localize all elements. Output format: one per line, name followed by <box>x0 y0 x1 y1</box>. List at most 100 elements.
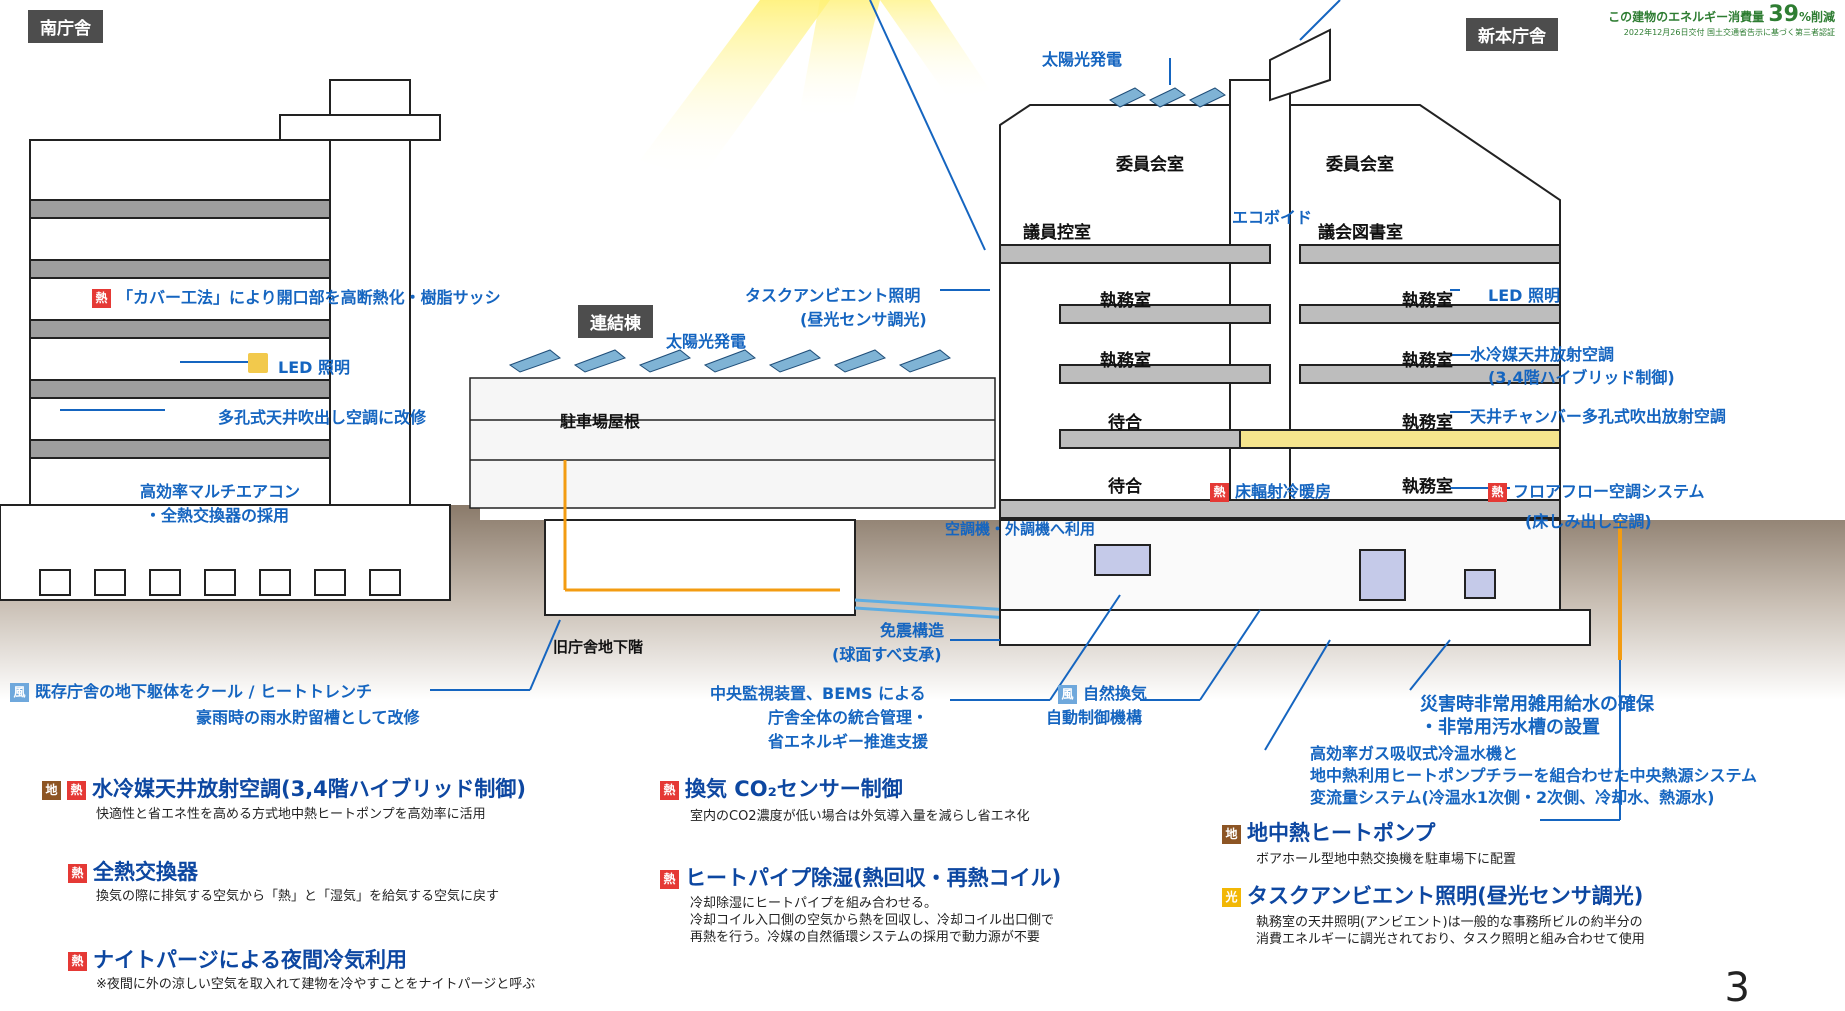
natural-vent-text: 自然換気 <box>1083 684 1148 703</box>
heat-badge: 熱 <box>68 951 87 971</box>
label-multi-aircon-1: 高効率マルチエアコン <box>140 482 301 501</box>
legend-item-1-text: 水冷媒天井放射空調(3,4階ハイブリッド制御) <box>92 777 526 801</box>
label-base-isolation-1: 免震構造 <box>880 621 945 640</box>
legend-item-3-title: 熱ナイトパージによる夜間冷気利用 <box>68 944 407 974</box>
solar-panels-roof <box>1109 87 1226 108</box>
sun-ray <box>640 0 830 180</box>
label-central-heat-2: 地中熱利用ヒートポンプチラーを組合わせた中央熱源システム <box>1310 766 1758 785</box>
room-member-waiting: 議員控室 <box>1023 223 1091 243</box>
energy-reduction-note: この建物のエネルギー消費量 39%削減 2022年12月26日交付 国土交通省告… <box>1608 2 1835 38</box>
room-waiting-1: 待合 <box>1108 413 1142 433</box>
legend-item-1-title: 地熱水冷媒天井放射空調(3,4階ハイブリッド制御) <box>42 773 526 803</box>
sun-ray <box>800 0 880 120</box>
led-lamp-icon <box>248 353 268 373</box>
legend-item-7-title: 光タスクアンビエント照明(昼光センサ調光) <box>1222 880 1643 910</box>
legend-item-3-text: ナイトパージによる夜間冷気利用 <box>93 948 407 972</box>
wind-badge: 風 <box>1058 685 1077 704</box>
heat-badge: 熱 <box>1488 483 1507 502</box>
sun-ray <box>880 0 990 100</box>
light-badge: 光 <box>1222 887 1241 907</box>
label-task-ambient-1: タスクアンビエント照明 <box>745 286 921 305</box>
legend-item-4-title: 熱換気 CO₂センサー制御 <box>660 773 903 803</box>
legend-item-5-title: 熱ヒートパイプ除湿(熱回収・再熱コイル) <box>660 862 1061 892</box>
energy-note-prefix: この建物のエネルギー消費量 <box>1608 10 1765 24</box>
certification-note: 2022年12月26日交付 国土交通省告示に基づく第三者認証 <box>1623 28 1835 37</box>
label-led-right: LED 照明 <box>1488 286 1560 305</box>
room-old-basement: 旧庁舎地下階 <box>553 638 644 656</box>
south-building-tag: 南庁舎 <box>28 10 103 43</box>
label-outdoor-unit: 空調機・外調機へ利用 <box>945 520 1096 538</box>
legend-item-4-desc: 室内のCO2濃度が低い場合は外気導入量を減らし省エネ化 <box>690 809 1030 824</box>
label-cool-trench-1: 風既存庁舎の地下躯体をクール / ヒートトレンチ <box>10 678 372 702</box>
legend-item-7-text: タスクアンビエント照明(昼光センサ調光) <box>1247 884 1644 908</box>
label-floor-flow-2: (床しみ出し空調) <box>1525 512 1652 531</box>
legend-item-6-text: 地中熱ヒートポンプ <box>1247 821 1436 845</box>
floor-flow-text: フロアフロー空調システム <box>1513 482 1705 501</box>
legend-item-3-desc: ※夜間に外の涼しい空気を取入れて建物を冷やすことをナイトパージと呼ぶ <box>96 977 536 992</box>
label-natural-vent-2: 自動制御機構 <box>1046 708 1143 727</box>
heat-badge: 熱 <box>92 289 111 308</box>
leader-lines <box>60 58 1621 821</box>
energy-percent: 39 <box>1768 2 1799 27</box>
heat-badge: 熱 <box>1210 483 1229 502</box>
wind-badge: 風 <box>10 683 29 702</box>
room-office-5: 執務室 <box>1402 413 1453 433</box>
new-building-structure <box>999 28 1591 646</box>
room-waiting-2: 待合 <box>1108 477 1142 497</box>
page-number: 3 <box>1724 965 1750 1011</box>
legend-item-4-text: 換気 CO₂センサー制御 <box>685 777 903 801</box>
room-council-library: 議会図書室 <box>1318 223 1403 243</box>
label-bems-2: 庁舎全体の統合管理・ <box>768 708 929 727</box>
room-committee-1: 委員会室 <box>1116 155 1184 175</box>
label-natural-vent-1: 風自然換気 <box>1058 680 1147 704</box>
room-office-2: 執務室 <box>1402 291 1453 311</box>
label-multi-aircon-2: ・全熱交換器の採用 <box>145 506 290 525</box>
earth-badge: 地 <box>42 780 61 800</box>
heat-badge: 熱 <box>68 863 87 883</box>
label-central-heat-1: 高効率ガス吸収式冷温水機と <box>1310 744 1519 763</box>
label-porous-ceiling: 多孔式天井吹出し空調に改修 <box>218 408 427 427</box>
south-building-structure <box>0 79 451 601</box>
label-task-ambient-2: (昼光センサ調光) <box>800 310 927 329</box>
room-office-6: 執務室 <box>1402 477 1453 497</box>
label-ceiling-chamber: 天井チャンバー多孔式吹出放射空調 <box>1470 407 1726 426</box>
label-base-isolation-2: (球面すべ支承) <box>832 645 942 664</box>
cover-method-text: 「カバー工法」により開口部を高断熱化・樹脂サッシ <box>117 288 501 307</box>
legend-item-7-desc: 執務室の天井照明(アンビエント)は一般的な事務所ビルの約半分の 消費エネルギーに… <box>1256 915 1645 947</box>
connecting-building-structure <box>469 377 1011 620</box>
floor-cooling-text: 床輻射冷暖房 <box>1235 482 1332 501</box>
room-office-4: 執務室 <box>1402 351 1453 371</box>
label-bems-1: 中央監視装置、BEMS による <box>710 684 926 703</box>
room-parking-roof: 駐車場屋根 <box>560 412 641 431</box>
label-water-panel-2: (3,4階ハイブリッド制御) <box>1488 368 1675 387</box>
energy-note-suffix: %削減 <box>1798 10 1835 24</box>
label-emergency-2: ・非常用汚水槽の設置 <box>1420 717 1600 738</box>
label-cool-trench-2: 豪雨時の雨水貯留槽として改修 <box>196 708 420 727</box>
label-emergency-1: 災害時非常用雑用給水の確保 <box>1420 694 1654 715</box>
legend-item-2-desc: 換気の際に排気する空気から「熱」と「湿気」を給気する空気に戻す <box>96 889 500 904</box>
label-bems-3: 省エネルギー推進支援 <box>768 732 929 751</box>
label-cover-method: 熱「カバー工法」により開口部を高断熱化・樹脂サッシ <box>92 284 501 308</box>
legend-item-1-desc: 快適性と省エネ性を高める方式地中熱ヒートポンプを高効率に活用 <box>96 807 486 822</box>
label-solar-roof: 太陽光発電 <box>1042 50 1123 69</box>
solar-panels-connecting <box>508 349 952 373</box>
legend-item-6-desc: ボアホール型地中熱交換機を駐車場下に配置 <box>1256 852 1517 867</box>
heat-badge: 熱 <box>660 780 679 800</box>
room-committee-2: 委員会室 <box>1326 155 1394 175</box>
room-office-1: 執務室 <box>1100 291 1151 311</box>
label-solar-connecting: 太陽光発電 <box>666 332 747 351</box>
label-eco-void: エコボイド <box>1232 208 1313 227</box>
label-led-left: LED 照明 <box>278 358 350 377</box>
heat-badge: 熱 <box>660 869 679 889</box>
label-floor-flow: 熱フロアフロー空調システム <box>1488 478 1705 502</box>
cool-trench-text: 既存庁舎の地下躯体をクール / ヒートトレンチ <box>35 682 372 701</box>
legend-item-6-title: 地地中熱ヒートポンプ <box>1222 817 1435 847</box>
legend-item-5-text: ヒートパイプ除湿(熱回収・再熱コイル) <box>685 866 1062 890</box>
label-floor-cooling: 熱床輻射冷暖房 <box>1210 478 1331 502</box>
earth-badge: 地 <box>1222 824 1241 844</box>
legend-item-2-title: 熱全熱交換器 <box>68 856 198 886</box>
connecting-building-tag: 連結棟 <box>578 305 653 338</box>
label-water-panel-1: 水冷媒天井放射空調 <box>1470 345 1615 364</box>
